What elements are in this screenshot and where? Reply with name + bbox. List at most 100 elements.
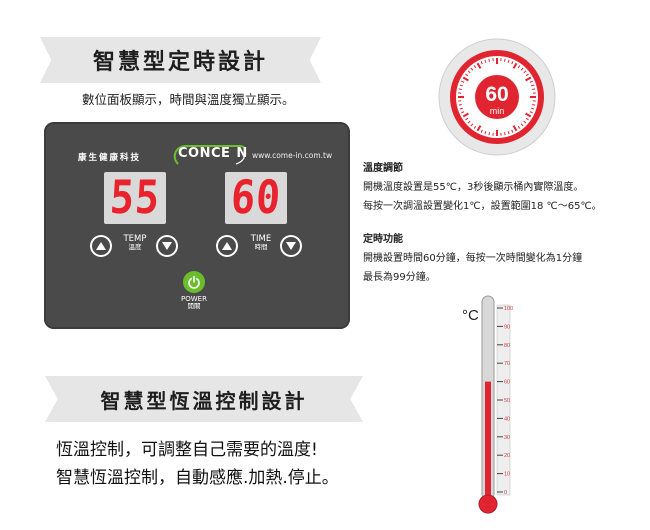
timer-tick [476, 62, 482, 69]
brand-logo: CONCE N [170, 144, 250, 166]
temp-down-button[interactable] [156, 235, 178, 257]
triangle-up-icon [96, 242, 106, 250]
thermometer-tick-label: 20 [504, 453, 510, 459]
timer-tick [507, 59, 510, 63]
brand-name-cn: 康生健康科技 [78, 153, 142, 163]
power-button[interactable] [183, 271, 205, 293]
thermometer-tick-label: 80 [504, 343, 510, 349]
timer-tick [480, 61, 483, 65]
control-panel: 康生健康科技 CONCE N www.come-in.com.tw 55 60 T… [44, 122, 350, 329]
timer-tick [473, 65, 477, 69]
timer-tick [523, 70, 527, 74]
timer-tick [459, 84, 463, 87]
timer-tick [525, 76, 532, 82]
bottom-line-2: 智慧恆溫控制，自動感應.加熱.停止。 [56, 468, 339, 488]
website-url: www.come-in.com.tw [252, 151, 333, 160]
time-label-cn: 時間 [254, 243, 268, 252]
time-label: TIME [250, 234, 272, 244]
bottom-line-1: 恆溫控制，可調整自己需要的溫度! [56, 440, 318, 460]
timer-tick [517, 125, 521, 129]
timer-tick [484, 59, 487, 63]
time-down-button[interactable] [280, 235, 302, 257]
timer-tick [461, 111, 465, 114]
top-banner: 智慧型定時設計 [40, 37, 321, 83]
power-label: POWER [181, 295, 207, 303]
timer-number: 60 [485, 83, 508, 106]
triangle-down-icon [162, 242, 172, 250]
temp-label: TEMP [123, 234, 147, 244]
thermometer-tick-label: 60 [504, 380, 510, 386]
bottom-banner-title: 智慧型恆溫控制設計 [100, 388, 308, 413]
subtitle: 數位面板顯示，時間與溫度獨立顯示。 [82, 92, 295, 107]
time-desc-line1: 開機設置時間60分鐘，每按一次時間變化為1分鐘 [363, 253, 583, 264]
timer-tick [520, 123, 524, 127]
timer-tick [467, 70, 471, 74]
time-digits: 60 [229, 171, 283, 225]
timer-tick [512, 125, 518, 132]
timer-tick [532, 103, 536, 106]
top-banner-title: 智慧型定時設計 [92, 50, 268, 75]
thermometer-unit: °C [462, 307, 479, 324]
bottom-banner: 智慧型恆溫控制設計 [45, 376, 363, 422]
timer-unit: min [490, 106, 505, 116]
temp-desc-line2: 每按一次調溫設置變化1℃，設置範圍18 ℃～65℃。 [363, 201, 602, 212]
logo-text: CONCE [178, 146, 231, 161]
temperature-display: 55 [104, 172, 166, 224]
timer-tick [525, 117, 529, 121]
timer-tick [511, 61, 514, 65]
temp-label-cn: 溫度 [128, 243, 142, 252]
power-label-cn: 開關 [187, 302, 201, 311]
power-icon [188, 275, 200, 289]
temp-heading: 溫度調節 [363, 163, 403, 174]
thermometer-tick-label: 30 [504, 435, 510, 441]
timer-tick [531, 84, 535, 87]
timer-tick [488, 58, 491, 62]
temp-up-button[interactable] [90, 235, 112, 257]
timer-tick [467, 120, 471, 124]
timer-tick [473, 125, 477, 129]
timer-tick [503, 132, 506, 136]
timer-icon: 60 min [438, 38, 556, 156]
timer-tick [476, 125, 482, 132]
time-up-button[interactable] [216, 235, 238, 257]
timer-tick [525, 73, 529, 77]
timer-tick [517, 65, 521, 69]
time-heading: 定時功能 [363, 234, 403, 245]
timer-tick [529, 80, 533, 83]
timer-tick [465, 73, 469, 77]
timer-tick [523, 120, 527, 124]
temperature-digits: 55 [108, 171, 162, 225]
thermometer-tick-label: 90 [504, 324, 510, 330]
time-display: 60 [225, 172, 287, 224]
logo-tail: N [236, 146, 248, 161]
thermometer-tick-label: 100 [504, 306, 513, 312]
timer-tick [470, 123, 474, 127]
triangle-down-icon [286, 242, 296, 250]
timer-tick [470, 67, 474, 71]
timer-tick [507, 131, 510, 135]
timer-tick [529, 111, 533, 114]
triangle-up-icon [222, 242, 232, 250]
temp-desc-line1: 開機溫度設置是55℃，3秒後顯示桶內實際溫度。 [363, 182, 584, 193]
thermometer-tick-label: 40 [504, 416, 510, 422]
timer-tick [484, 131, 487, 135]
thermometer-tick-label: 0 [504, 490, 507, 496]
timer-tick [461, 80, 465, 83]
timer-tick [465, 117, 469, 121]
timer-tick [525, 112, 532, 118]
time-desc-line2: 最長為99分鐘。 [363, 272, 436, 283]
timer-tick [459, 107, 463, 110]
timer-tick [511, 129, 514, 133]
timer-tick [458, 103, 462, 106]
thermometer-tick-label: 10 [504, 472, 510, 478]
thermometer-tick-label: 50 [504, 398, 510, 404]
timer-tick [462, 76, 469, 82]
thermometer-tick-label: 70 [504, 361, 510, 367]
timer-tick [480, 129, 483, 133]
timer-tick [512, 62, 518, 69]
thermometer-bulb [478, 494, 498, 514]
logo-swoosh-icon [173, 145, 246, 165]
timer-tick [520, 67, 524, 71]
timer-tick [462, 112, 469, 118]
